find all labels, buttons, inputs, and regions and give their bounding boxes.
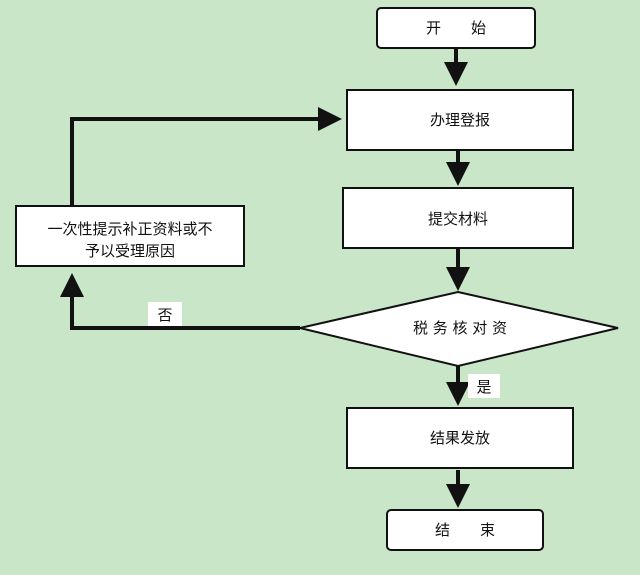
node-result-box bbox=[346, 407, 574, 469]
edge-label-yes-bg bbox=[468, 374, 500, 398]
node-start: 开 始 bbox=[376, 7, 536, 49]
node-check: 税 务 核 对 资 bbox=[299, 290, 619, 368]
node-correction: 一次性提示补正资料或不 予以受理原因 bbox=[15, 205, 245, 267]
edge-label-yes-text: 是 bbox=[476, 378, 491, 396]
node-start-label: 开 始 bbox=[426, 19, 486, 37]
node-correction-box bbox=[15, 205, 245, 267]
node-correction-label-line1: 一次性提示补正资料或不 bbox=[47, 220, 212, 238]
node-end-label: 结 束 bbox=[435, 521, 495, 539]
edges bbox=[60, 48, 470, 508]
edge-label-no: 否 bbox=[148, 302, 182, 326]
node-start-box bbox=[376, 7, 536, 49]
node-handle-label: 办理登报 bbox=[430, 111, 490, 129]
edge-label-no-bg bbox=[148, 302, 182, 326]
edge-correction-to-handle bbox=[70, 107, 342, 206]
node-submit-box bbox=[342, 187, 574, 249]
node-check-label: 税 务 核 对 资 bbox=[413, 319, 507, 337]
node-handle: 办理登报 bbox=[346, 89, 574, 151]
node-end: 结 束 bbox=[386, 509, 544, 551]
node-result: 结果发放 bbox=[346, 407, 574, 469]
node-end-box bbox=[386, 509, 544, 551]
node-handle-box bbox=[346, 89, 574, 151]
edge-label-no-text: 否 bbox=[157, 306, 172, 324]
node-submit-label: 提交材料 bbox=[428, 210, 488, 228]
node-submit: 提交材料 bbox=[342, 187, 574, 249]
edge-check-no-to-correction bbox=[60, 273, 300, 330]
node-check-diamond bbox=[299, 290, 619, 368]
edge-label-yes: 是 bbox=[468, 374, 500, 398]
node-correction-label-line2: 予以受理原因 bbox=[85, 242, 175, 260]
node-result-label: 结果发放 bbox=[430, 429, 490, 447]
